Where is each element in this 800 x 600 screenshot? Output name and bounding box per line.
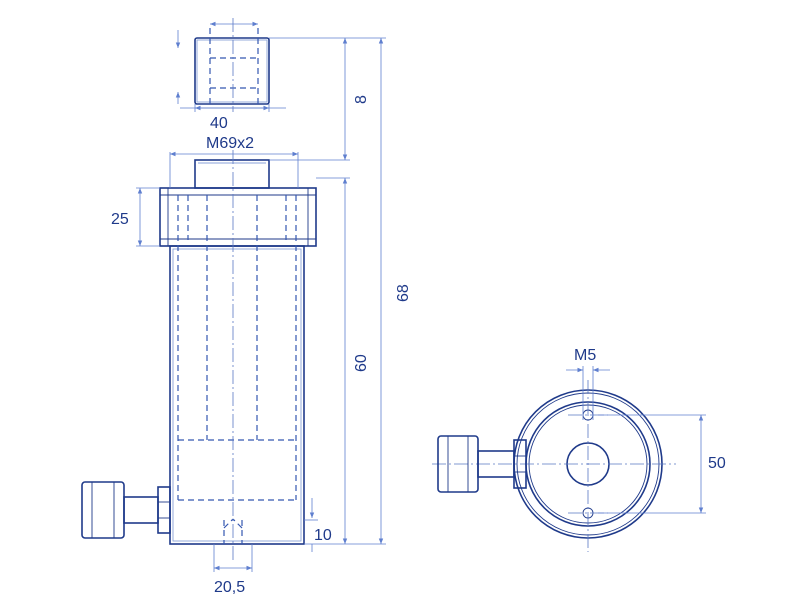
cap-height-dimension — [269, 37, 350, 161]
mount-thread-dimension — [566, 366, 610, 420]
dim-mount-thread: M5 — [574, 347, 596, 364]
dim-bore: 20,5 — [214, 579, 245, 596]
bolt-circle-dimension — [598, 414, 706, 514]
dim-bolt-circle: 50 — [708, 455, 726, 472]
dim-total-height: 68 — [395, 284, 412, 302]
cylinder-front-view — [159, 150, 317, 560]
body-height-dimension — [304, 177, 350, 545]
collar-height-dimension — [136, 187, 160, 247]
bore-dimension — [213, 544, 253, 572]
total-height-dimension — [350, 37, 386, 545]
cap-width-dimension — [180, 104, 286, 112]
hydraulic-coupler-bottom — [437, 435, 527, 493]
cap-top-dimension — [175, 21, 258, 104]
dim-cap-height: 8 — [353, 95, 370, 104]
dim-collar-height: 25 — [111, 211, 129, 228]
dim-thread: M69x2 — [206, 135, 254, 152]
hydraulic-coupler-front — [81, 481, 171, 539]
dim-cap-width: 40 — [210, 115, 228, 132]
saddle-cap — [194, 18, 270, 112]
port-offset-dimension — [304, 498, 318, 552]
thread-dimension — [169, 151, 299, 188]
dim-body-height: 60 — [353, 354, 370, 372]
cylinder-bottom-view — [432, 380, 676, 552]
dim-port-offset: 10 — [314, 527, 332, 544]
